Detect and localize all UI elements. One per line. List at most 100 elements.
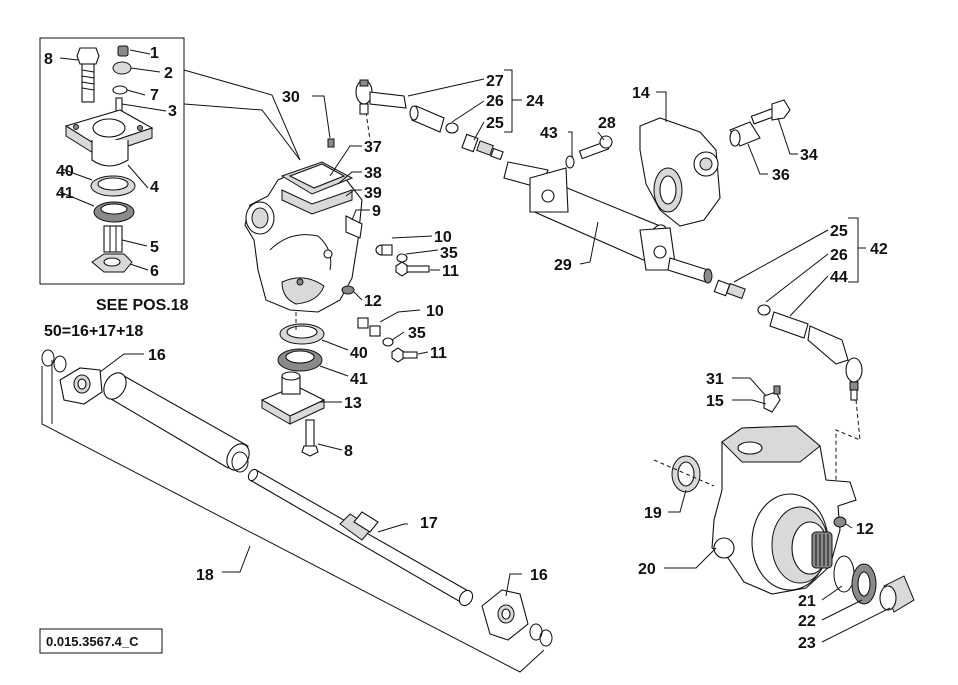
callout-8-lower: 8 bbox=[344, 443, 353, 460]
leader-30 bbox=[312, 95, 331, 139]
grease-nipple-30 bbox=[327, 138, 335, 148]
callout-18: 18 bbox=[196, 567, 214, 584]
callout-27: 27 bbox=[486, 73, 504, 90]
leader-34 bbox=[777, 117, 798, 155]
leader-26a bbox=[451, 100, 485, 123]
flange-13 bbox=[260, 371, 326, 425]
grease-nipple-15-31 bbox=[763, 385, 781, 413]
callout-22: 22 bbox=[798, 613, 816, 630]
clamp-16-right bbox=[481, 589, 529, 641]
knuckle-hub-20 bbox=[711, 425, 857, 595]
callout-3: 3 bbox=[168, 103, 177, 120]
leader-8b bbox=[317, 443, 343, 451]
seal-ring-40-inset bbox=[90, 175, 136, 197]
washer-35-lower bbox=[382, 337, 394, 347]
leader-39 bbox=[345, 189, 362, 197]
leader-31 bbox=[732, 377, 767, 397]
leader-12b bbox=[845, 523, 853, 529]
grease-nipple-1 bbox=[117, 45, 129, 57]
callout-8-inset: 8 bbox=[44, 51, 53, 68]
clamp-26-right bbox=[757, 304, 771, 316]
bolt-11-upper bbox=[395, 261, 430, 277]
plug-12-lower bbox=[833, 516, 847, 528]
leader-37 bbox=[329, 145, 362, 177]
callout-21: 21 bbox=[798, 593, 816, 610]
callout-9: 9 bbox=[372, 203, 381, 220]
leader-16a bbox=[99, 353, 144, 373]
callout-12-upper: 12 bbox=[364, 293, 382, 310]
leader-22 bbox=[821, 599, 863, 621]
shaft-tube-large bbox=[103, 372, 250, 471]
pointer-inset-upper bbox=[183, 69, 301, 161]
leader-35b bbox=[391, 331, 405, 341]
leader-1 bbox=[129, 49, 151, 55]
stud-5 bbox=[103, 225, 123, 253]
callout-37: 37 bbox=[364, 139, 382, 156]
callout-23: 23 bbox=[798, 635, 816, 652]
callout-40-inset: 40 bbox=[56, 163, 74, 180]
clamp-16-left bbox=[59, 367, 103, 405]
centerline-hub-left bbox=[653, 459, 715, 487]
leader-21 bbox=[821, 585, 843, 601]
leader-4 bbox=[127, 164, 149, 189]
leader-10a bbox=[391, 235, 433, 239]
leader-10b bbox=[379, 309, 421, 323]
washer-43 bbox=[565, 155, 575, 169]
callout-42: 42 bbox=[870, 241, 888, 258]
assembly-formula: 50=16+17+18 bbox=[44, 323, 143, 340]
assembly-bracket-50 bbox=[41, 366, 545, 673]
callout-17: 17 bbox=[420, 515, 438, 532]
leader-40b bbox=[321, 339, 349, 351]
leader-20 bbox=[664, 547, 717, 569]
leader-41b bbox=[319, 365, 349, 377]
callout-25-left: 25 bbox=[486, 115, 504, 132]
leader-3 bbox=[121, 103, 167, 112]
leader-36 bbox=[747, 143, 768, 175]
callout-11-upper: 11 bbox=[442, 263, 459, 280]
leader-9 bbox=[351, 209, 370, 221]
bolt-28 bbox=[578, 135, 613, 160]
callout-36: 36 bbox=[772, 167, 790, 184]
callout-4: 4 bbox=[150, 179, 159, 196]
tie-rod-end-left bbox=[355, 79, 407, 115]
plug-12-upper bbox=[341, 285, 355, 295]
leader-12a bbox=[353, 291, 363, 301]
callout-5: 5 bbox=[150, 239, 159, 256]
callout-13: 13 bbox=[344, 395, 362, 412]
leader-29 bbox=[579, 221, 599, 265]
callout-7: 7 bbox=[150, 87, 159, 104]
callout-11-lower: 11 bbox=[430, 345, 447, 362]
callout-29: 29 bbox=[554, 257, 572, 274]
callout-12-lower: 12 bbox=[856, 521, 874, 538]
leader-8a bbox=[59, 57, 79, 61]
leader-7 bbox=[126, 89, 146, 96]
centerline-tierod-end bbox=[365, 111, 371, 141]
seal-19 bbox=[671, 455, 701, 493]
callout-19: 19 bbox=[644, 505, 662, 522]
leader-25b bbox=[733, 229, 829, 283]
leader-19 bbox=[668, 489, 687, 513]
callout-14: 14 bbox=[632, 85, 650, 102]
reference-box bbox=[39, 628, 163, 654]
leader-43 bbox=[568, 131, 573, 158]
leader-16b bbox=[505, 573, 522, 597]
callout-15: 15 bbox=[706, 393, 724, 410]
callout-26-left: 26 bbox=[486, 93, 504, 110]
callout-43: 43 bbox=[540, 125, 558, 142]
leader-44 bbox=[789, 275, 829, 317]
leader-28 bbox=[597, 131, 605, 141]
leader-11b bbox=[417, 351, 429, 355]
pointer-inset-lower bbox=[183, 103, 301, 161]
oring-left-1 bbox=[41, 349, 55, 367]
bolt-8-inset bbox=[76, 47, 100, 103]
callout-20: 20 bbox=[638, 561, 656, 578]
leader-18 bbox=[222, 545, 251, 573]
callout-10-lower: 10 bbox=[426, 303, 444, 320]
leader-26b bbox=[765, 253, 829, 303]
callout-34: 34 bbox=[800, 147, 818, 164]
bracket-14 bbox=[639, 117, 721, 227]
callout-39: 39 bbox=[364, 185, 382, 202]
callout-1: 1 bbox=[150, 45, 159, 62]
reference-code: 0.015.3567.4_C bbox=[46, 634, 139, 649]
